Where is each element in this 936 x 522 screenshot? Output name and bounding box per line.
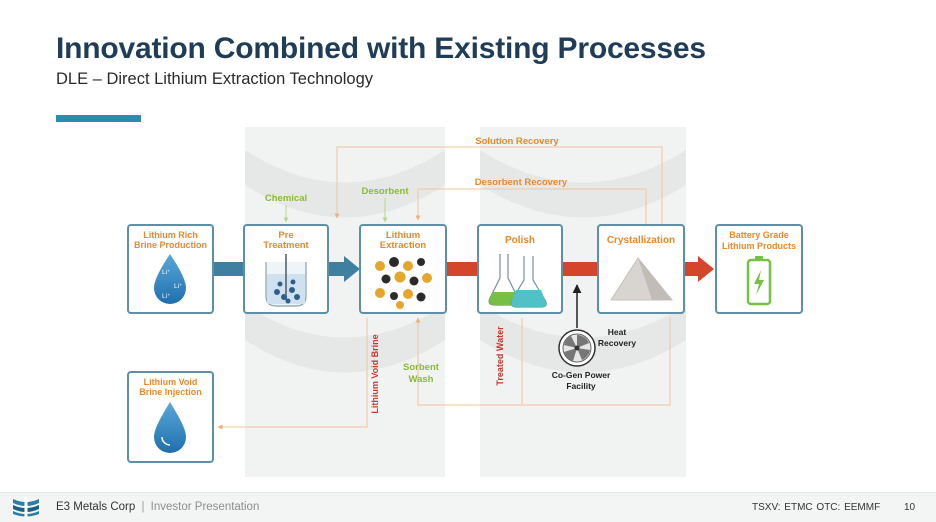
svg-text:Brine Injection: Brine Injection	[139, 387, 202, 397]
box-battery-grade: Battery Grade Lithium Products	[715, 224, 803, 314]
title-accent-bar	[56, 115, 141, 122]
label-heat-recovery-2: Recovery	[598, 338, 637, 348]
label-cogen-1: Co-Gen Power	[552, 370, 611, 380]
beaker-stirrer-icon	[265, 254, 307, 307]
footer-company: E3 Metals Corp | Investor Presentation	[56, 501, 259, 513]
e3-metals-logo-icon	[13, 497, 39, 517]
svg-text:Lithium Void: Lithium Void	[144, 377, 198, 387]
box-void-injection: Lithium Void Brine Injection	[127, 371, 214, 463]
svg-text:Li⁺: Li⁺	[162, 269, 171, 276]
svg-text:Polish: Polish	[505, 235, 535, 246]
svg-text:Crystallization: Crystallization	[607, 235, 675, 246]
footer-company-name: E3 Metals Corp	[56, 501, 136, 513]
footer-separator: |	[141, 501, 145, 513]
cogen-facility-icon	[558, 284, 596, 367]
svg-text:Extraction: Extraction	[380, 240, 427, 251]
label-cogen-2: Facility	[566, 381, 596, 391]
box-lithium-extraction: Lithium Extraction	[359, 224, 447, 314]
label-chemical: Chemical	[265, 193, 307, 204]
label-lithium-void-brine: Lithium Void Brine	[370, 334, 380, 413]
page-title: Innovation Combined with Existing Proces…	[56, 32, 706, 65]
footer-presentation: Investor Presentation	[150, 501, 260, 513]
box-crystallization: Crystallization	[597, 224, 685, 314]
label-heat-recovery-1: Heat	[608, 327, 627, 337]
page-number: 10	[904, 502, 916, 513]
svg-text:Treatment: Treatment	[263, 240, 309, 251]
label-desorbent: Desorbent	[362, 186, 410, 197]
svg-text:Li⁺: Li⁺	[174, 283, 183, 290]
label-treated-water: Treated Water	[495, 326, 505, 386]
svg-text:Battery Grade: Battery Grade	[729, 230, 789, 240]
label-sorbent-wash-2: Wash	[409, 374, 434, 385]
label-desorbent-recovery: Desorbent Recovery	[475, 177, 568, 188]
process-diagram: Lithium Rich Brine Production Li⁺ Li⁺ Li…	[127, 127, 803, 477]
svg-text:Lithium Products: Lithium Products	[722, 241, 796, 251]
box-polish: Polish	[477, 224, 563, 314]
flask-icon	[488, 254, 547, 308]
sorbent-particles-icon	[375, 257, 432, 309]
footer: E3 Metals Corp | Investor Presentation T…	[0, 492, 936, 522]
battery-icon	[746, 256, 772, 306]
box-brine-production: Lithium Rich Brine Production Li⁺ Li⁺ Li…	[127, 224, 214, 314]
svg-text:Li⁺: Li⁺	[162, 293, 171, 300]
svg-text:Brine Production: Brine Production	[134, 240, 207, 250]
recovery-lines	[217, 146, 671, 430]
page-subtitle: DLE – Direct Lithium Extraction Technolo…	[56, 70, 374, 88]
footer-tickers: TSXV: ETMC OTC: EEMMF	[752, 502, 881, 513]
water-drop-icon	[154, 254, 186, 304]
label-sorbent-wash-1: Sorbent	[403, 362, 440, 373]
svg-text:Pre: Pre	[278, 230, 293, 241]
label-solution-recovery: Solution Recovery	[475, 136, 559, 147]
main-flow-arrows	[212, 256, 714, 282]
box-pre-treatment: Pre Treatment	[243, 224, 329, 314]
svg-text:Lithium Rich: Lithium Rich	[143, 230, 198, 240]
svg-text:Lithium: Lithium	[386, 230, 420, 241]
